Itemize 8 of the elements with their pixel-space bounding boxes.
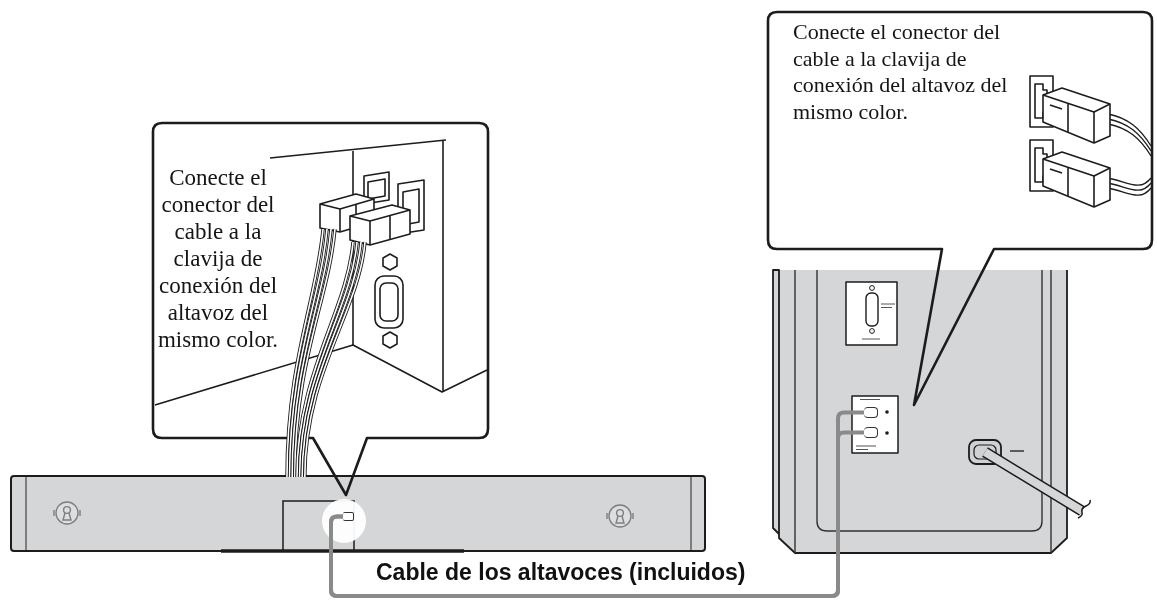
instruction-text: Conecte el conector del cable a la clavija de conexión del altavoz del mismo color. — [793, 19, 1009, 126]
callout-bubble — [768, 12, 1152, 407]
speaker-jack — [343, 512, 354, 521]
callout-bubble — [153, 123, 488, 496]
edge-label: Cable de los altavoces (incluidos) — [374, 560, 748, 586]
speaker-terminal-socket — [864, 427, 878, 438]
speaker-terminal-socket — [864, 407, 878, 418]
instruction-text: Conecte el conector del cable a la clavija de conexión del altavoz del mismo color. — [156, 164, 280, 353]
